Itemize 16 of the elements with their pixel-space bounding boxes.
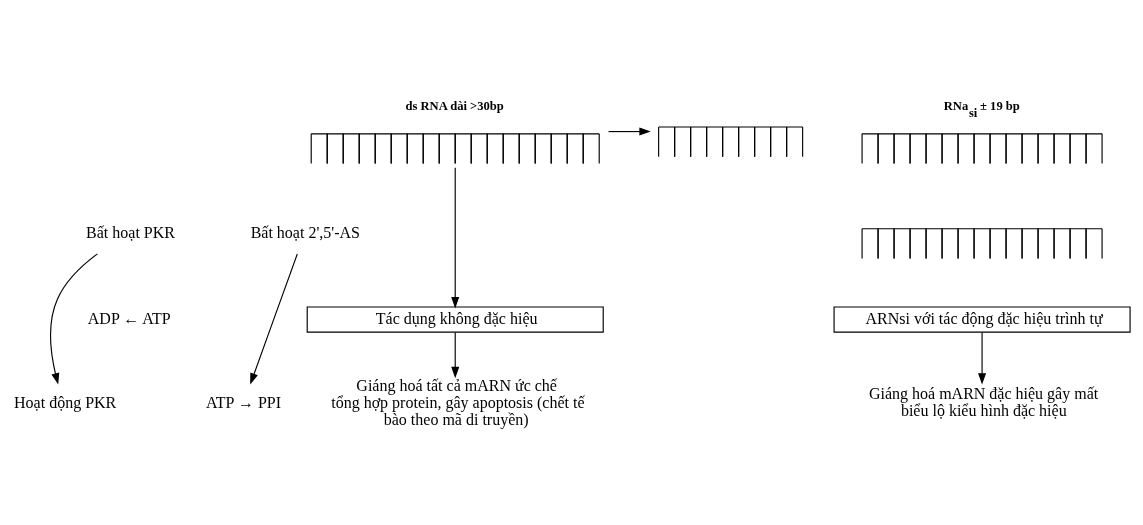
arrow xyxy=(978,331,987,385)
label: ADP ← ATP xyxy=(87,309,171,327)
arrow xyxy=(607,127,651,136)
arrow xyxy=(451,166,460,308)
node-text: Giáng hoá tất cả mARN ức chế tổng hợp protein, gây apoptosis (chết tế bào theo mã di truyền) xyxy=(331,376,585,428)
node-box: ARNsi với tác động đặc hiệu trình tự xyxy=(833,305,1131,333)
node-text: Bất hoạt 2',5'-AS xyxy=(250,223,360,241)
arrow xyxy=(451,331,460,378)
node-text: ATP → PPI xyxy=(206,393,282,411)
arrow xyxy=(250,252,298,385)
node-text: Hoạt động PKR xyxy=(14,393,117,411)
node-text: ds RNA dài >30bp xyxy=(405,98,504,113)
node-box: Tác dụng không đặc hiệu xyxy=(306,305,604,333)
arrow xyxy=(50,252,98,384)
node-text: Giáng hoá mARN đặc hiệu gây mất biểu lộ kiểu hình đặc hiệu xyxy=(868,384,1099,419)
node-text: Bất hoạt PKR xyxy=(86,223,175,241)
